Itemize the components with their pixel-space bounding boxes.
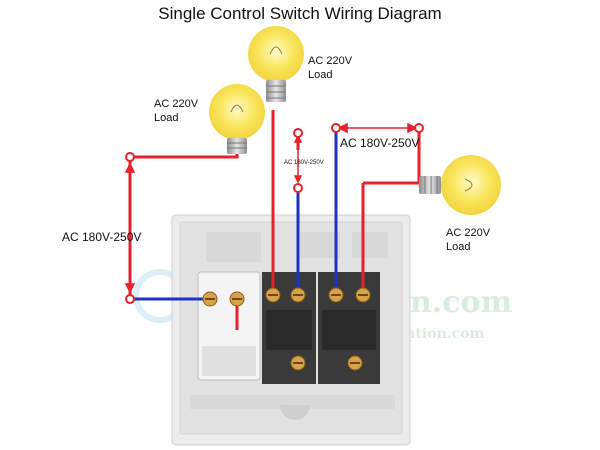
switch-panel	[171, 214, 411, 446]
watermark-main: n.com	[410, 285, 513, 320]
terminal-screw	[265, 287, 281, 303]
terminal-screw	[202, 291, 218, 307]
load-label-right: AC 220V Load	[446, 227, 491, 253]
wire-end-rings	[125, 123, 424, 304]
bulb-icon	[248, 26, 304, 102]
bulb-icon	[419, 155, 501, 215]
bulb-icon	[209, 84, 265, 154]
terminal-screw	[290, 355, 306, 371]
supply-label-right: AC 180V-250V	[340, 136, 420, 150]
supply-label-middle: AC 180V-250V	[284, 160, 324, 166]
load-label-left: AC 220V Load	[154, 98, 199, 124]
terminal-screw	[328, 287, 344, 303]
terminal-screws	[202, 287, 371, 371]
terminal-screw	[290, 287, 306, 303]
watermark: n.com station.com	[133, 269, 513, 342]
diagram-title: Single Control Switch Wiring Diagram	[158, 4, 442, 23]
supply-label-left: AC 180V-250V	[62, 230, 142, 244]
neutral-wires	[130, 128, 338, 301]
watermark-sub: station.com	[392, 326, 484, 342]
supply-arrows	[124, 122, 418, 294]
wire-left-top	[130, 148, 239, 159]
terminal-screw	[229, 291, 245, 307]
terminal-screw	[347, 355, 363, 371]
load-label-top: AC 220V Load	[308, 55, 353, 81]
terminal-screw	[355, 287, 371, 303]
